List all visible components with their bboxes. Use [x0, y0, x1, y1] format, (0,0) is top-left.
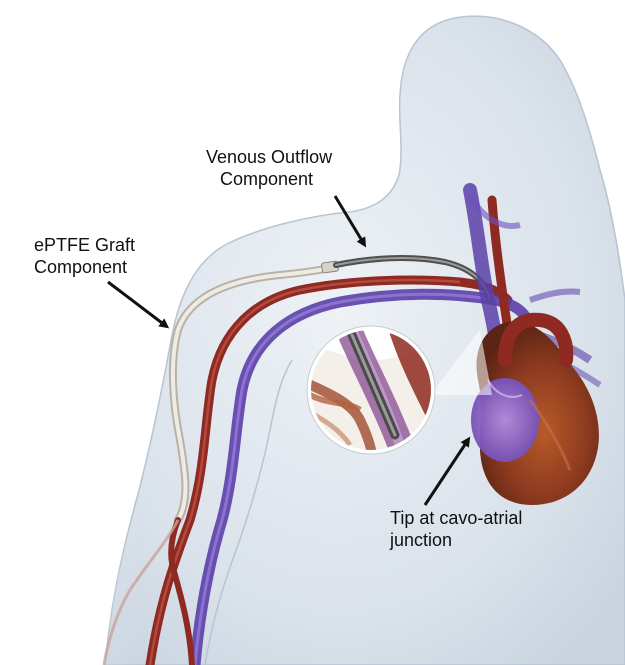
venous-outflow-label-line2: Component — [206, 168, 332, 190]
tip-label: Tip at cavo-atrial junction — [390, 507, 522, 551]
venous-outflow-label: Venous Outflow Component — [206, 146, 332, 190]
eptfe-graft-label-line2: Component — [34, 256, 135, 278]
venous-outflow-label-line1: Venous Outflow — [206, 146, 332, 168]
eptfe-graft-label-line1: ePTFE Graft — [34, 234, 135, 256]
eptfe-graft-label: ePTFE Graft Component — [34, 234, 135, 278]
tip-label-line1: Tip at cavo-atrial — [390, 507, 522, 529]
tip-label-line2: junction — [390, 529, 522, 551]
eptfe-graft-arrow — [108, 282, 166, 326]
